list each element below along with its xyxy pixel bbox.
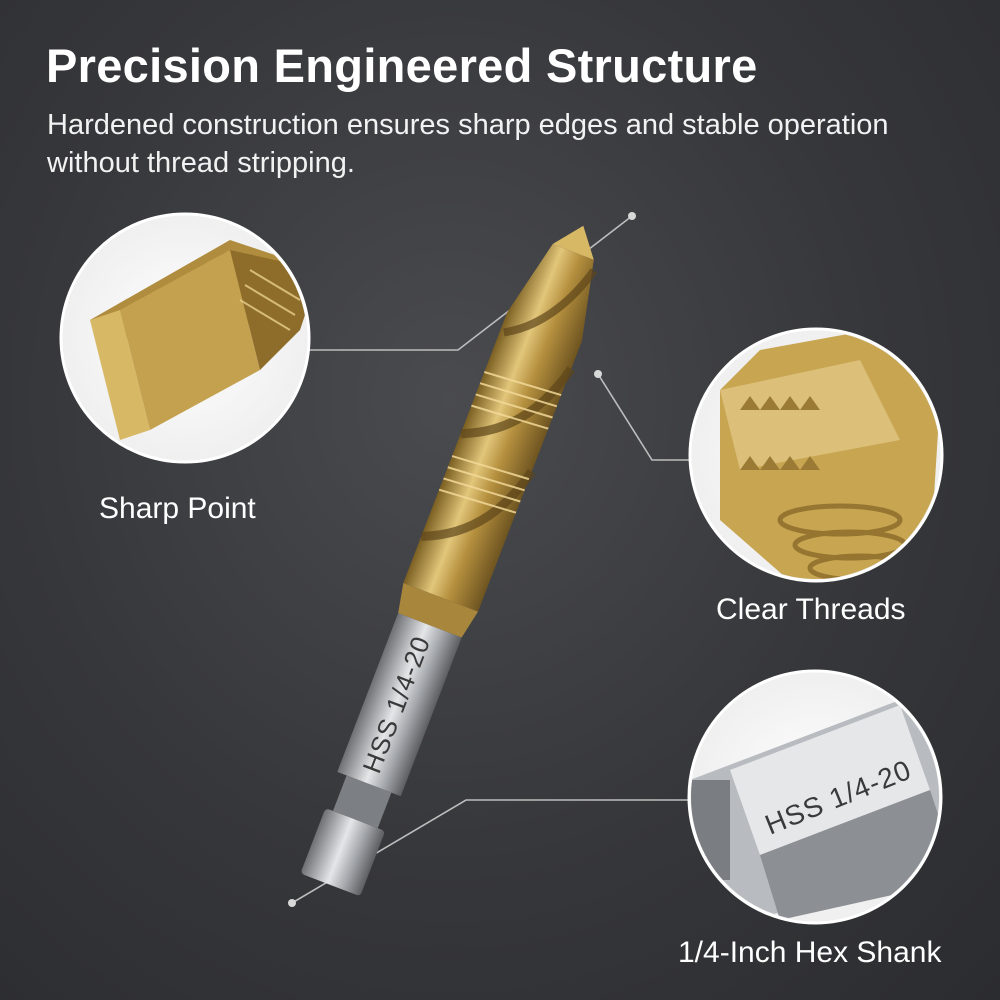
callout-circle-clear-threads — [688, 327, 944, 583]
page-title: Precision Engineered Structure — [46, 39, 758, 92]
leader-dot-sharp-point — [628, 212, 636, 220]
callout-circle-hex-shank: HSS 1/4-20 — [687, 669, 943, 925]
drill-threads — [438, 371, 562, 514]
drill-flute — [503, 268, 598, 337]
page-subtitle: Hardened construction ensures sharp edge… — [47, 109, 889, 179]
hex-shank-body — [337, 613, 462, 797]
callout-label-clear-threads: Clear Threads — [716, 593, 906, 626]
drill-tip — [552, 225, 594, 260]
drill-neck — [398, 583, 479, 638]
drill-flute — [460, 366, 575, 439]
drill-flute — [421, 469, 536, 541]
leader-dot-hex-shank — [288, 899, 296, 907]
drill-tap-bit: HSS 1/4-20 — [301, 225, 598, 896]
callout-label-hex-shank: 1/4-Inch Hex Shank — [678, 936, 942, 969]
callout-circle-sharp-point — [59, 212, 311, 464]
leader-line-clear-threads — [597, 373, 694, 461]
callout-label-sharp-point: Sharp Point — [99, 492, 256, 525]
hex-shank-end — [301, 809, 385, 896]
shank-groove — [332, 775, 392, 829]
leader-dot-clear-threads — [594, 370, 602, 378]
